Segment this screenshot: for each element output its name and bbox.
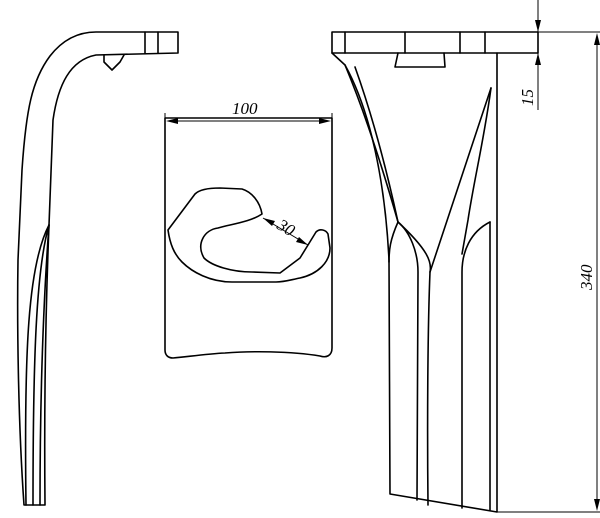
plate-outline	[164, 117, 333, 359]
side-view-edge-line-1	[32, 224, 50, 506]
dim-15-label: 15	[518, 89, 537, 106]
front-view-groove-right	[461, 221, 491, 509]
side-view	[16, 31, 179, 506]
front-view-bevel-left-outer	[344, 64, 399, 223]
dim-30-arrow-top	[263, 218, 275, 226]
front-view-groove-left-inner	[388, 221, 399, 263]
front-view-outline	[331, 31, 539, 513]
front-view-groove-mid	[397, 221, 432, 273]
dim-100-arrow-left	[166, 118, 178, 124]
dim-340-arrow-bottom	[594, 499, 600, 511]
front-view-slot-pocket	[394, 52, 446, 68]
front-view-groove-left	[397, 221, 419, 501]
front-view-bevel-left-inner	[354, 66, 399, 223]
side-view-mount-tab	[103, 54, 125, 71]
dim-100-arrow-right	[319, 118, 331, 124]
dim-30-arrow-bottom	[296, 237, 308, 245]
side-view-outline	[16, 31, 179, 506]
dim-340-arrow-top	[594, 33, 600, 45]
plate-keyhole-slot	[167, 187, 331, 283]
front-view-bevel-center	[461, 87, 492, 255]
front-view: 15 340	[331, 0, 600, 513]
dim-15-arrow-top	[535, 20, 541, 32]
plate-view: 100 30	[164, 99, 333, 359]
side-view-bevel-line	[39, 224, 50, 506]
side-view-edge-line-2	[24, 224, 50, 506]
dim-340-label: 340	[577, 264, 596, 291]
dim-100-label: 100	[232, 99, 258, 118]
dim-15-arrow-bottom	[535, 53, 541, 65]
front-view-center-line	[426, 87, 492, 506]
